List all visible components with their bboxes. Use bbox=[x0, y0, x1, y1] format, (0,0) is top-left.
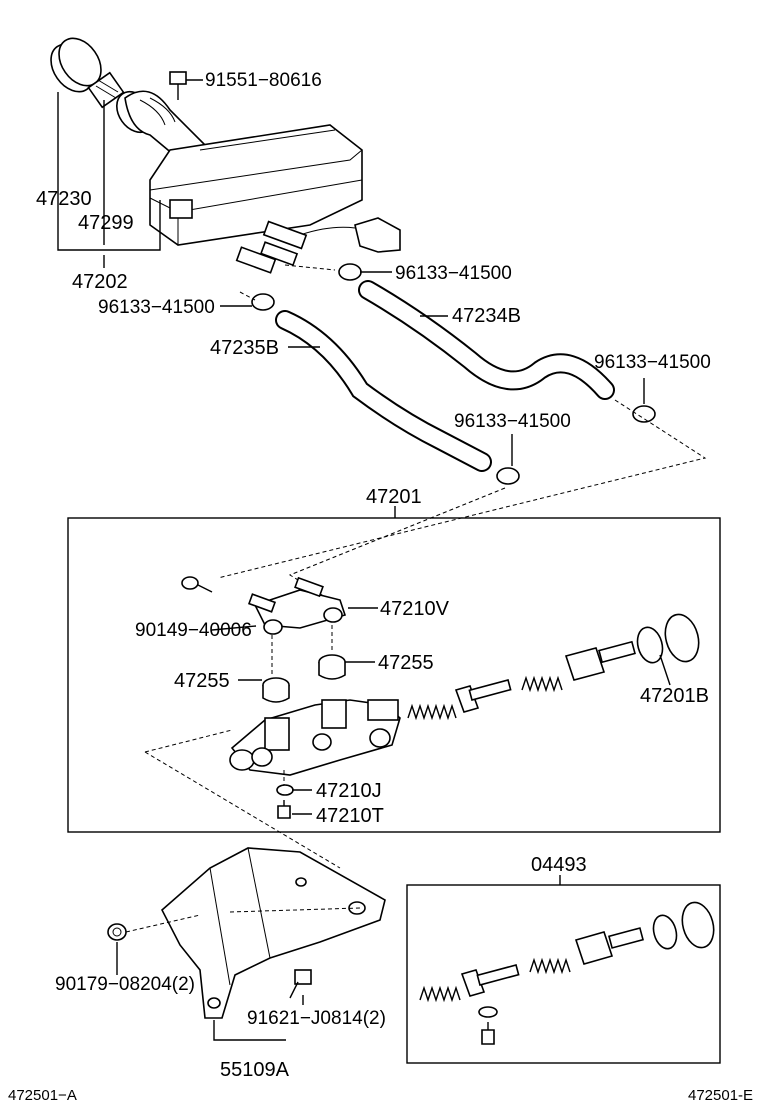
bolt-91621 bbox=[289, 969, 312, 999]
reservoir-cap bbox=[50, 37, 102, 93]
reservoir-connector bbox=[299, 217, 401, 253]
bolt-91551 bbox=[169, 71, 187, 100]
label-47201b: 47201B bbox=[640, 685, 709, 707]
hose-clamp-2 bbox=[251, 293, 275, 311]
label-90149-40006: 90149−40006 bbox=[135, 620, 252, 641]
label-47255-right: 47255 bbox=[378, 652, 434, 674]
reservoir-outlet-pipes bbox=[235, 220, 308, 274]
label-96133-41500-b: 96133−41500 bbox=[98, 297, 215, 318]
label-96133-41500-a: 96133−41500 bbox=[395, 263, 512, 284]
reservoir-strainer bbox=[87, 71, 125, 109]
label-96133-41500-c: 96133−41500 bbox=[594, 352, 711, 373]
seal-rings-47201b bbox=[636, 613, 700, 664]
footer-code-left: 472501−A bbox=[8, 1087, 77, 1104]
grommet-47255-left bbox=[262, 677, 290, 703]
label-96133-41500-d: 96133−41500 bbox=[454, 411, 571, 432]
label-47255-left: 47255 bbox=[174, 670, 230, 692]
label-04493: 04493 bbox=[531, 854, 587, 876]
gasket-47210j bbox=[276, 784, 294, 796]
footer-code-right: 472501-E bbox=[688, 1087, 753, 1104]
label-47230: 47230 bbox=[36, 188, 92, 210]
nut-90179 bbox=[107, 923, 127, 941]
kit-04493-box bbox=[406, 884, 721, 1064]
assembly-47201-box bbox=[67, 517, 721, 833]
hose-clamp-1 bbox=[338, 263, 362, 281]
piston-spring-assembly bbox=[407, 640, 636, 721]
label-47210v: 47210V bbox=[380, 598, 450, 620]
grommet-47255-right bbox=[318, 654, 346, 680]
bracket-55109a bbox=[161, 847, 386, 1019]
hose-47235b bbox=[275, 310, 492, 472]
label-47210t: 47210T bbox=[316, 805, 384, 827]
hose-47234b bbox=[358, 280, 615, 400]
label-47201: 47201 bbox=[366, 486, 422, 508]
kit-seal-rings bbox=[652, 901, 715, 950]
master-cylinder-body bbox=[229, 699, 401, 776]
label-47202: 47202 bbox=[72, 271, 128, 293]
label-47210j: 47210J bbox=[316, 780, 382, 802]
label-55109a: 55109A bbox=[220, 1059, 290, 1081]
hose-clamp-3 bbox=[632, 405, 656, 423]
kit-bleeder-parts bbox=[478, 1006, 498, 1045]
label-47299: 47299 bbox=[78, 212, 134, 234]
reservoir-tank bbox=[149, 124, 363, 246]
label-90179-08204: 90179−08204(2) bbox=[55, 974, 195, 995]
kit-piston-spring-assembly bbox=[419, 927, 644, 1003]
label-91551-80616: 91551−80616 bbox=[205, 70, 322, 91]
hose-clamp-4 bbox=[496, 467, 520, 485]
label-91621-j0814: 91621−J0814(2) bbox=[247, 1008, 386, 1029]
label-47234b: 47234B bbox=[452, 305, 521, 327]
bolt-90149 bbox=[181, 576, 213, 593]
union-47210v bbox=[247, 576, 347, 635]
label-47235b: 47235B bbox=[210, 337, 279, 359]
bleeder-47210t bbox=[277, 800, 291, 819]
